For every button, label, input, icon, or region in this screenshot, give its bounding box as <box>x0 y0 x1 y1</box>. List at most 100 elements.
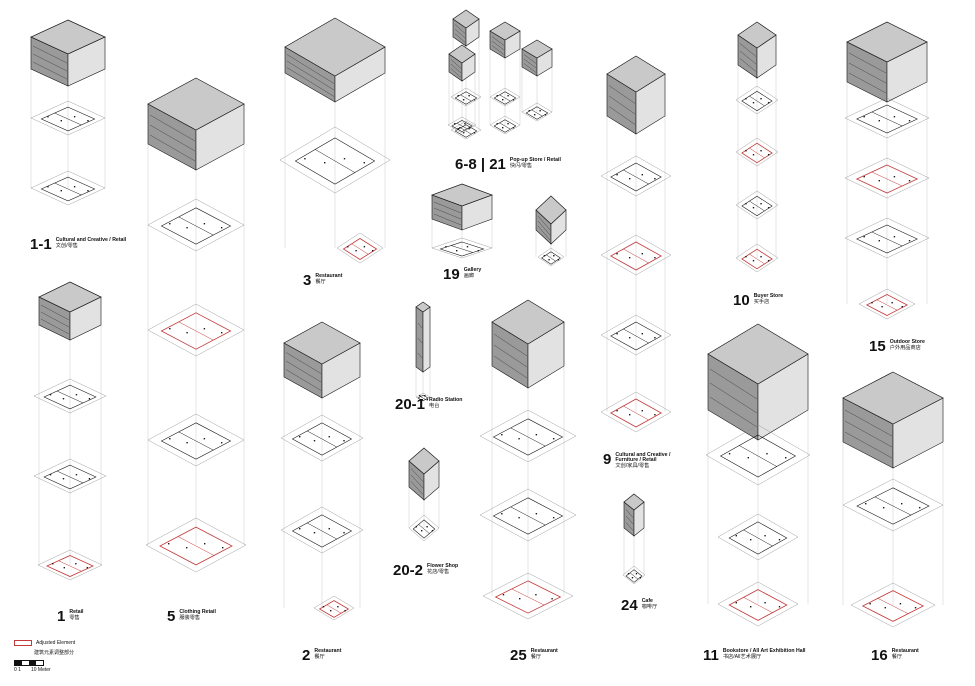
b-20-2-plate-0-column <box>426 526 428 528</box>
b-6-8d-plate-0-partition <box>531 109 543 117</box>
b-6-8a-plate-1-outline <box>450 120 482 140</box>
b-9-plate-2-column <box>654 337 656 339</box>
b-9-plate-2-column <box>629 337 631 339</box>
b-9-plate-0-column <box>629 178 631 180</box>
b-24-building-window-band <box>625 515 634 525</box>
b-1-plate-0-column <box>62 398 65 400</box>
b-16-plate-1-walls <box>861 590 925 622</box>
b-19a-plate-0-walls <box>439 241 485 257</box>
b-10-plate-0-column <box>767 102 770 104</box>
b-6-8d-plate-0-outline <box>521 102 553 122</box>
b-6-8a-plate-1-column <box>473 132 476 134</box>
b-6-8c-plate-1-column <box>502 127 504 129</box>
b-19a-building-window-band <box>433 213 462 226</box>
b-9-plate-2-partition <box>623 328 649 344</box>
b-11-plate-0-column <box>728 453 731 455</box>
b-2-plate-1-partition <box>307 522 337 540</box>
b-9-plate-1-column <box>616 253 618 255</box>
b-6-8b-plate-0-column <box>469 127 471 129</box>
b-9-plate-1-partition <box>623 248 649 264</box>
b-11-plate-2-walls <box>728 589 788 621</box>
b-5-plate-1-column <box>186 332 188 334</box>
b-16-plate-0-outline <box>842 478 944 532</box>
b-19b-building-window-band <box>537 220 551 236</box>
b-11-plate-2-column <box>778 606 781 608</box>
b-15-plate-2-column <box>893 236 896 238</box>
b-10-plate-3-column <box>760 256 762 258</box>
b-10-plate-0-outline <box>735 85 779 115</box>
b-6-8a-plate-0-column <box>468 95 470 97</box>
b-19a-building-window-band <box>433 207 462 220</box>
legend: Adjusted Element 建筑元素调整部分 0 1 10 Meter <box>14 640 75 673</box>
b-6-8a-plate-1-column <box>468 128 470 130</box>
b-15-plate-3-column <box>871 302 873 304</box>
b-11-plate-2-column <box>764 602 766 604</box>
b-25-plate-2-outline <box>482 572 574 620</box>
b-2-plate-1-walls <box>291 514 353 548</box>
b-20-1-building-window-band <box>417 352 423 359</box>
b-11-plate-1-column <box>735 535 737 537</box>
b-6-8a-plate-0-column <box>473 99 476 101</box>
b-19a-building-roof <box>430 183 494 207</box>
b-16-plate-1-column <box>869 603 871 605</box>
b-2-building-window-band <box>285 360 322 383</box>
b-1-1-building-window-band <box>32 45 68 64</box>
b-15-plate-3-column <box>901 306 903 308</box>
b-19b-plate-0-column <box>543 255 546 257</box>
b-6-8d-plate-0-column <box>539 110 541 112</box>
b-1-plate-2-column <box>63 567 65 569</box>
b-10-plate-2-walls <box>741 195 773 217</box>
b-20-2-building-window-band <box>410 481 424 495</box>
b-15-plate-0-walls <box>856 104 918 134</box>
b-5-plate-2-column <box>203 438 206 440</box>
b-11-plate-1-walls <box>728 521 788 555</box>
b-2-plate-1-column <box>299 528 301 530</box>
b-24-plate-0-column <box>627 573 630 575</box>
b-6-8c-plate-0-column <box>512 99 515 101</box>
b-10-plate-3-column <box>745 256 747 258</box>
b-6-8d-building-roof <box>521 39 553 59</box>
b-15-plate-0-column <box>893 116 896 118</box>
b-6-8c-plate-0-column <box>502 99 504 101</box>
b-25-plate-1-outline <box>479 488 577 542</box>
b-9-building-window-band <box>608 95 636 115</box>
b-10-plate-3-column <box>767 260 770 262</box>
b-5-plate-3-column <box>222 547 224 549</box>
b-15-plate-0-column <box>878 120 880 122</box>
b-11-building-window-band <box>709 396 758 428</box>
b-11-plate-1-column <box>778 539 781 541</box>
b-2-plate-1-column <box>328 528 330 530</box>
b-20-2-building-window-band <box>410 474 424 489</box>
b-1-plate-1-column <box>62 478 65 480</box>
b-1-building-window-band <box>40 304 70 321</box>
b-6-8c-plate-0-column <box>496 95 498 97</box>
b-1-1-plate-1-column <box>60 190 62 192</box>
b-6-8b-building-window-band <box>450 63 462 74</box>
b-10-building-roof <box>737 21 777 49</box>
b-5-plate-2-partition <box>178 431 214 451</box>
b-10-plate-1-partition <box>749 147 765 159</box>
b-6-8d-building-window-band <box>523 63 537 73</box>
b-11-plate-0-walls <box>719 434 797 478</box>
b-15-plate-3-partition <box>876 299 898 311</box>
b-6-8b-plate-0-partition <box>456 122 468 130</box>
b-11-plate-0-partition <box>739 445 777 467</box>
b-5-plate-2-column <box>220 442 223 444</box>
b-6-8b-plate-0-column <box>454 123 456 125</box>
b-19b-building-window-band <box>537 225 551 241</box>
b-3-building-window-band <box>286 54 335 84</box>
b-19b-plate-0-column <box>553 255 555 257</box>
b-9-plate-3-outline <box>600 391 672 433</box>
b-2-plate-2-column <box>322 606 325 608</box>
b-19b-plate-0-column <box>548 259 550 261</box>
b-16-plate-0-column <box>883 507 885 509</box>
b-16-building-roof <box>842 371 944 425</box>
b-10-plate-1-walls <box>741 142 773 164</box>
b-20-1-plate-0-column <box>426 399 429 401</box>
b-10-plate-0-column <box>760 98 762 100</box>
b-1-plate-1-walls <box>43 464 97 490</box>
b-16-building-window-band <box>844 420 893 448</box>
b-19a-plate-0-partition <box>451 245 473 253</box>
